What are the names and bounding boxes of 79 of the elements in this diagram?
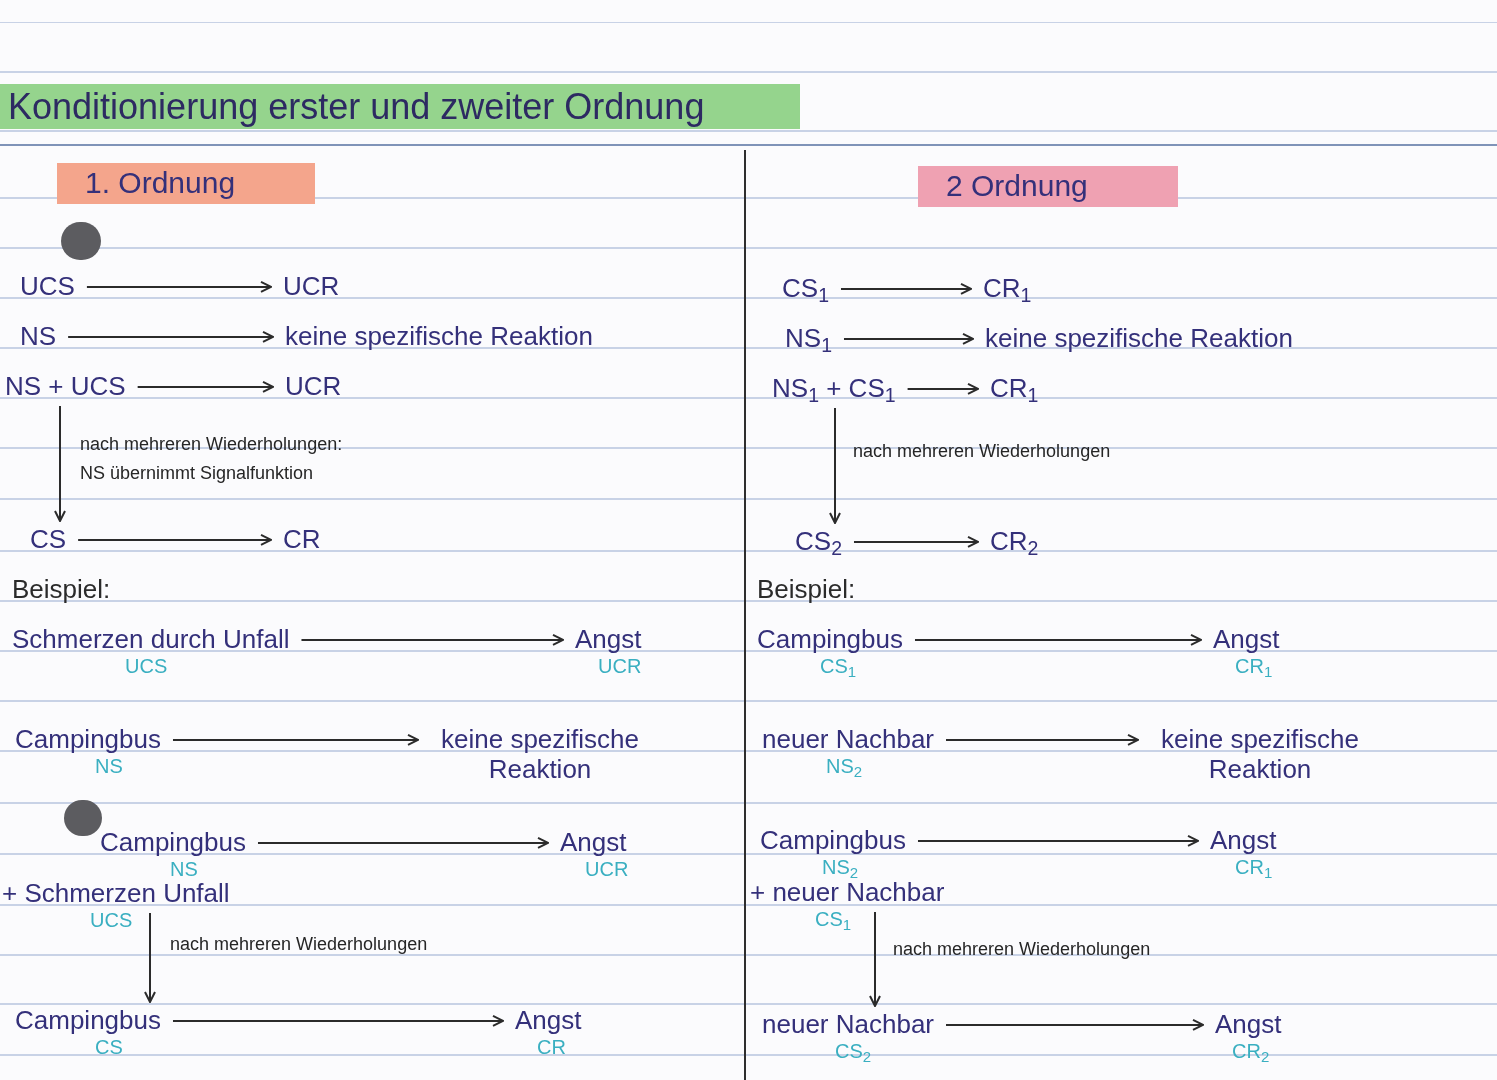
term-annotation: CR (537, 1036, 566, 1058)
term-annotation: CR$_{1}$ (1235, 856, 1273, 878)
concept-label: CR$_{1}$ (983, 274, 1032, 304)
example-heading: Beispiel: (12, 575, 111, 605)
arrow (136, 380, 274, 393)
term-annotation: CS (95, 1036, 123, 1058)
concept-label: keine spezifische Reaktion (430, 725, 650, 785)
term-annotation: UCR (585, 858, 629, 880)
concept-label: NS$_{1}$ (785, 324, 832, 354)
concept-label: CS$_{2}$ (795, 527, 842, 557)
concept-label: Campingbus (100, 828, 246, 858)
arrow (172, 1014, 504, 1027)
concept-label: + Schmerzen Unfall (2, 879, 230, 909)
concept-label: CS (30, 525, 67, 555)
arrow (85, 280, 272, 293)
concept-label: CR$_{1}$ (990, 374, 1039, 404)
arrow (945, 1018, 1204, 1031)
concept-label: Campingbus (760, 826, 906, 856)
concept-label: Campingbus (15, 1006, 161, 1036)
term-annotation: UCS (90, 909, 133, 931)
arrow (869, 910, 881, 1007)
term-annotation: UCR (598, 655, 642, 677)
example-heading: Beispiel: (757, 575, 856, 605)
term-annotation: UCS (125, 655, 168, 677)
concept-label: UCR (285, 372, 342, 402)
concept-label: neuer Nachbar (762, 725, 934, 755)
concept-label: NS + UCS (5, 372, 126, 402)
concept-label: keine spezifische Reaktion (985, 324, 1293, 354)
edge-label: nach mehreren Wiederholungen: NS übernimmt Signalfunktion (80, 433, 344, 485)
term-annotation: NS (170, 858, 198, 880)
term-annotation: CR$_{2}$ (1232, 1040, 1270, 1062)
term-annotation: NS$_{2}$ (826, 755, 863, 777)
concept-label: CR$_{2}$ (990, 527, 1039, 557)
arrow (840, 282, 972, 295)
concept-label: Angst (1213, 625, 1280, 655)
term-annotation: CS$_{1}$ (820, 655, 857, 677)
arrow (945, 733, 1139, 746)
arrow (144, 911, 156, 1003)
concept-label: neuer Nachbar (762, 1010, 934, 1040)
arrow (843, 332, 974, 345)
concept-label: CS$_{1}$ (782, 274, 829, 304)
edge-label: nach mehreren Wiederholungen (893, 938, 1151, 961)
arrow (300, 633, 564, 646)
edge-label: nach mehreren Wiederholungen (170, 933, 428, 956)
arrow (172, 733, 419, 746)
concept-label: UCR (283, 272, 340, 302)
concept-label: Campingbus (15, 725, 161, 755)
concept-label: Angst (515, 1006, 582, 1036)
arrow (917, 834, 1199, 847)
concept-label: Schmerzen durch Unfall (12, 625, 290, 655)
term-annotation: NS$_{2}$ (822, 856, 859, 878)
concept-label: Angst (1215, 1010, 1282, 1040)
arrow (914, 633, 1202, 646)
arrow (853, 535, 979, 548)
concept-label: NS$_{1}$ + CS$_{1}$ (772, 374, 896, 404)
concept-label: Angst (560, 828, 627, 858)
term-annotation: NS (95, 755, 123, 777)
concept-label: keine spezifische Reaktion (285, 322, 593, 352)
concept-label: Angst (575, 625, 642, 655)
concept-label: + neuer Nachbar (750, 878, 945, 908)
arrow (906, 382, 979, 395)
highlighted-heading: 1. Ordnung (57, 163, 315, 204)
concept-label: CR (283, 525, 321, 555)
concept-label: NS (20, 322, 57, 352)
concept-label: Angst (1210, 826, 1277, 856)
arrow (77, 533, 272, 546)
highlighted-heading: 2 Ordnung (918, 166, 1178, 207)
term-annotation: CS$_{1}$ (815, 908, 852, 930)
term-annotation: CR$_{1}$ (1235, 655, 1273, 677)
term-annotation: CS$_{2}$ (835, 1040, 872, 1062)
concept-label: keine spezifische Reaktion (1150, 725, 1370, 785)
concept-label: Campingbus (757, 625, 903, 655)
arrow (54, 404, 66, 522)
highlighted-title: Konditionierung erster und zweiter Ordnung (0, 84, 801, 129)
arrow (829, 406, 841, 524)
arrow (67, 330, 274, 343)
concept-label: UCS (20, 272, 75, 302)
edge-label: nach mehreren Wiederholungen (853, 440, 1111, 463)
arrow (257, 836, 549, 849)
